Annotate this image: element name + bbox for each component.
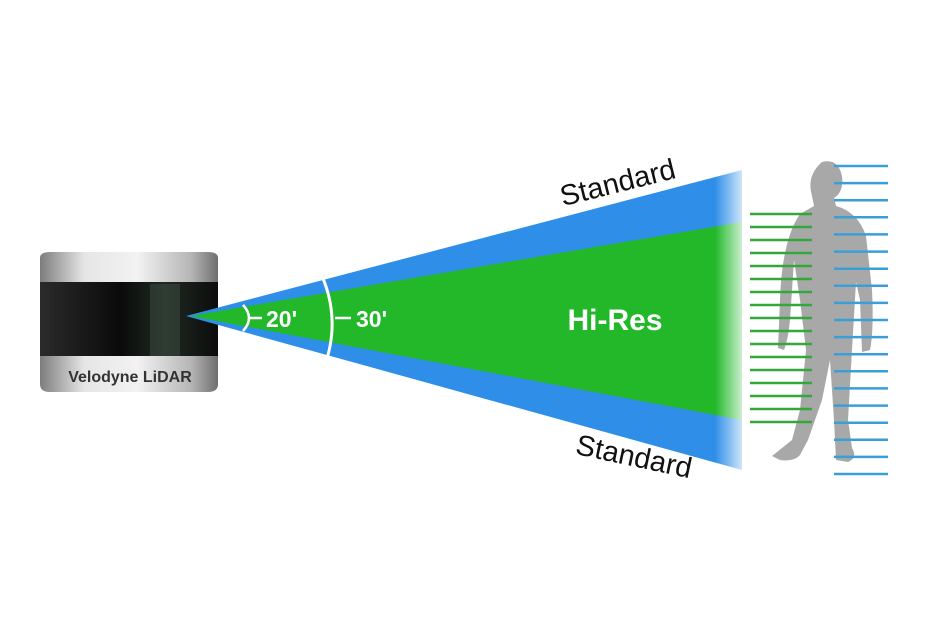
wide-angle-arc (320, 275, 334, 363)
standard-scan-lines (834, 164, 888, 476)
wide-angle-label: 30' (356, 306, 387, 332)
lidar-sensor: Velodyne LiDAR (40, 252, 218, 392)
sensor-brand-text: Velodyne LiDAR (68, 369, 192, 386)
sensor-lens (40, 282, 218, 358)
sensor-lens-highlight (150, 284, 180, 356)
sensor-top-ring (40, 252, 218, 284)
hires-beam (190, 222, 742, 420)
beam-end-fade (715, 165, 745, 475)
hires-scan-lines (750, 212, 812, 424)
sensor-bottom-ring (40, 356, 218, 392)
person-silhouette-icon (772, 161, 873, 463)
narrow-angle-label: 20' (266, 306, 297, 332)
hires-label: Hi-Res (567, 304, 662, 337)
narrow-angle-arc (242, 304, 251, 332)
